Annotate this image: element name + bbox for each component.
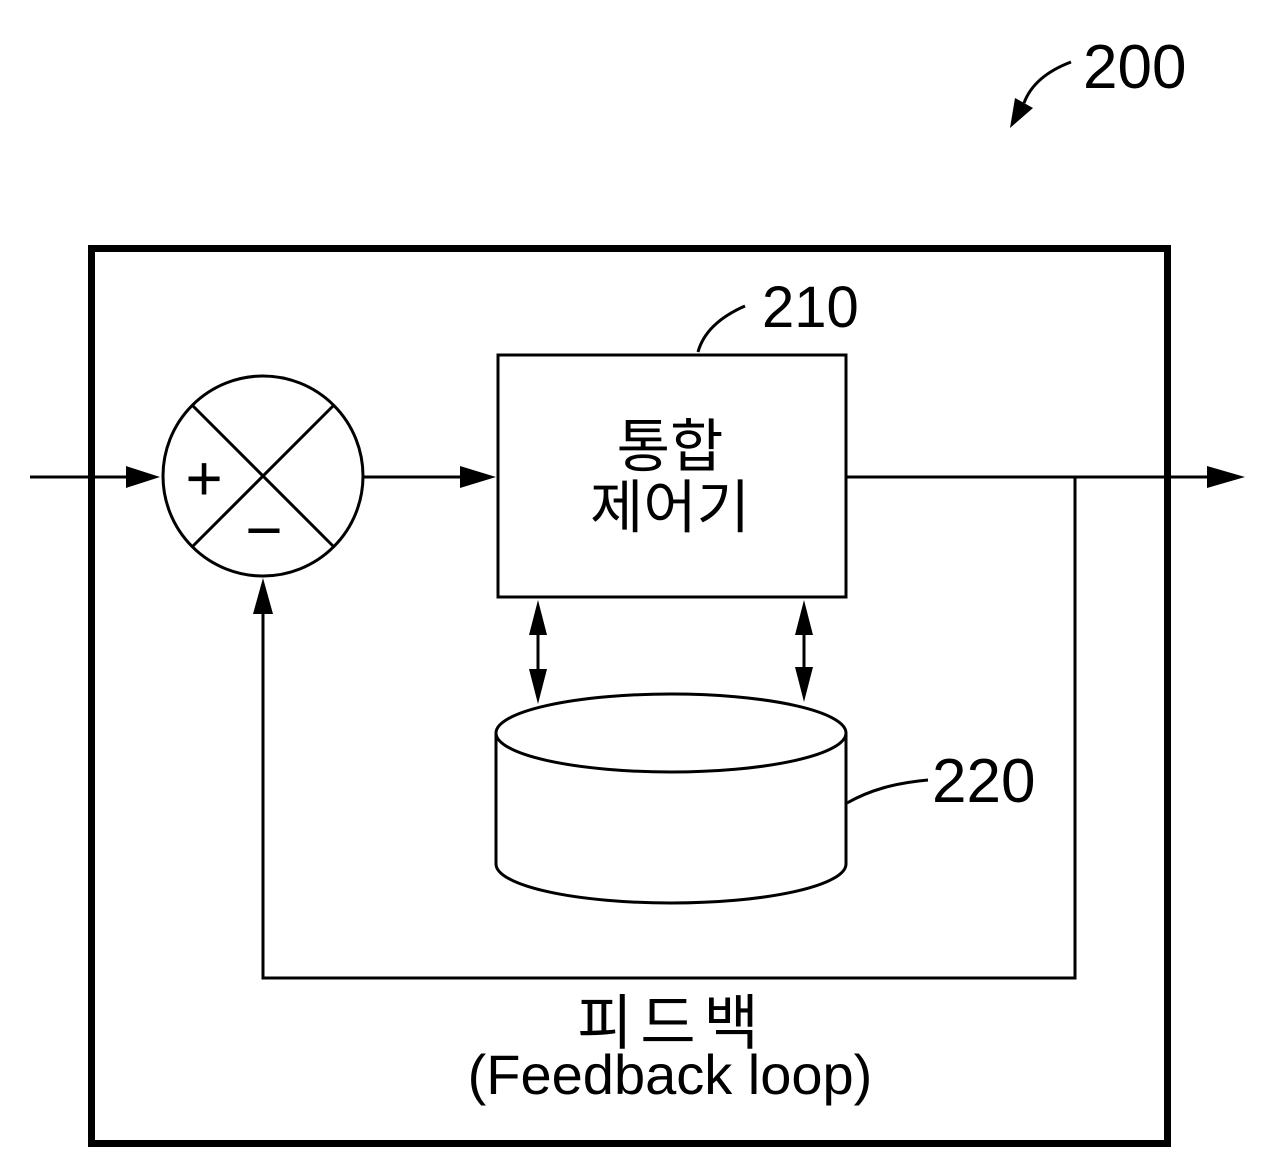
- figure-ref-arrowhead-icon: [1010, 98, 1033, 128]
- controller-label-line2: 제어기: [590, 476, 750, 541]
- figure-ref-leader-line: [1022, 60, 1072, 104]
- output-arrowhead-icon: [1207, 466, 1245, 488]
- database-cylinder-body: [494, 733, 848, 905]
- feedback-arrowhead-icon: [253, 578, 273, 614]
- feedback-path-line: [261, 477, 1077, 980]
- error-arrowhead-icon: [460, 466, 496, 488]
- database-cylinder-top: [494, 692, 848, 774]
- outer-boundary-box: [88, 245, 1171, 1147]
- controller-label-line1: 통합: [617, 415, 724, 480]
- figure-ref-label: 200: [1083, 33, 1186, 102]
- db-link-right-up-arrowhead-icon: [795, 600, 813, 635]
- summing-cross-line-2: [190, 403, 336, 549]
- caption-korean: 피드백: [577, 990, 767, 1057]
- db-link-left-down-arrowhead-icon: [529, 669, 547, 704]
- input-arrowhead-icon: [126, 466, 160, 488]
- minus-sign: −: [245, 494, 282, 566]
- db-link-right-down-arrowhead-icon: [795, 667, 813, 702]
- controller-ref-leader-line: [696, 304, 746, 353]
- controller-ref-label: 210: [762, 275, 859, 340]
- plus-sign: +: [185, 442, 222, 514]
- controller-box: [496, 353, 848, 599]
- db-link-left-up-arrowhead-icon: [529, 600, 547, 635]
- caption-english: (Feedback loop): [468, 1043, 873, 1106]
- database-ref-leader-line: [846, 778, 929, 805]
- database-ref-label: 220: [932, 747, 1035, 816]
